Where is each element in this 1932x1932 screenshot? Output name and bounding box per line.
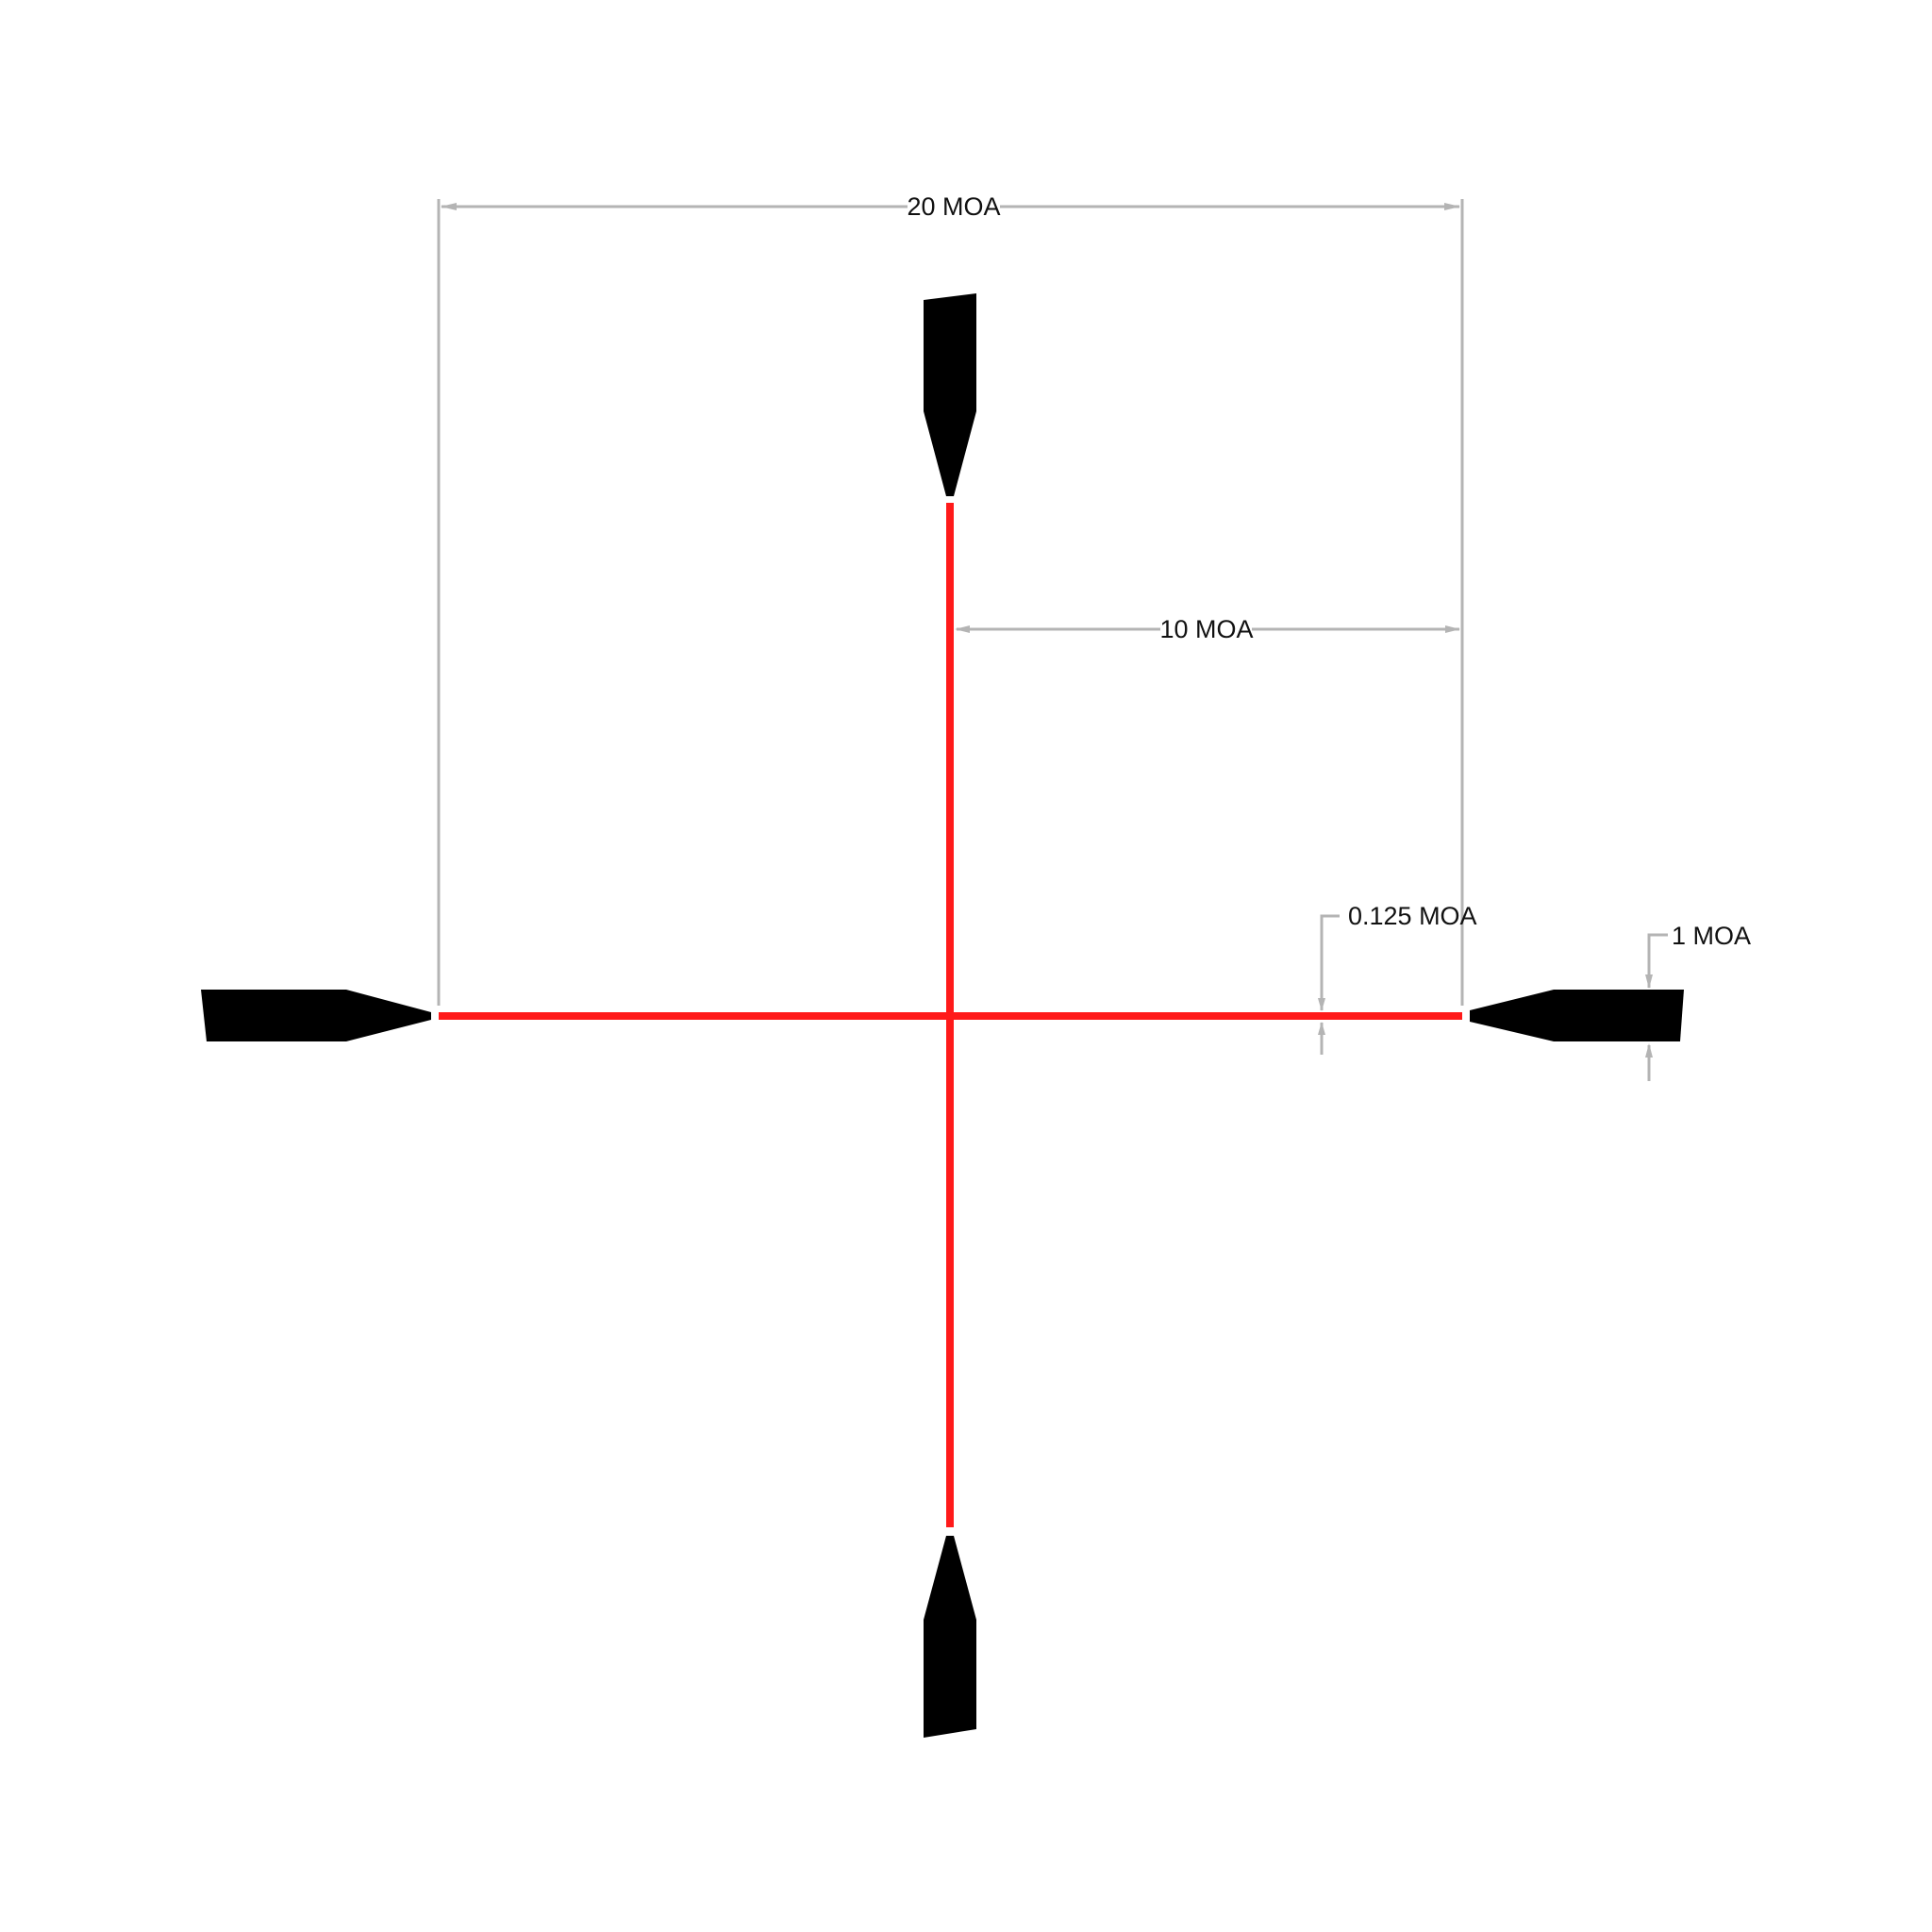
crosshair: [439, 503, 1462, 1527]
label-20-moa: 20 MOA: [907, 192, 1000, 221]
left-post: [201, 990, 431, 1041]
arrow-right-icon: [1444, 203, 1460, 210]
bottom-post: [924, 1536, 976, 1738]
arrow-left-icon: [441, 203, 457, 210]
dimension-20-moa: 20 MOA: [437, 192, 1464, 1006]
dimension-1-moa: 1 MOA: [1645, 922, 1751, 1081]
label-10-moa: 10 MOA: [1159, 615, 1253, 643]
arrow-up-icon: [1318, 1022, 1325, 1035]
label-0125-moa: 0.125 MOA: [1348, 902, 1477, 930]
arrow-left-icon: [955, 625, 970, 633]
top-post: [924, 293, 976, 496]
leader-line-top: [1320, 914, 1340, 1010]
arrow-down-icon: [1645, 974, 1653, 989]
arrow-down-icon: [1318, 998, 1325, 1011]
right-post: [1470, 990, 1684, 1041]
label-1-moa: 1 MOA: [1672, 922, 1751, 950]
crosshair-horizontal: [439, 1012, 1462, 1020]
dimension-0125-moa: 0.125 MOA: [1318, 902, 1477, 1055]
arrow-up-icon: [1645, 1043, 1653, 1058]
leader-line-top: [1647, 933, 1668, 988]
dimension-10-moa: 10 MOA: [955, 615, 1460, 643]
arrow-right-icon: [1445, 625, 1460, 633]
